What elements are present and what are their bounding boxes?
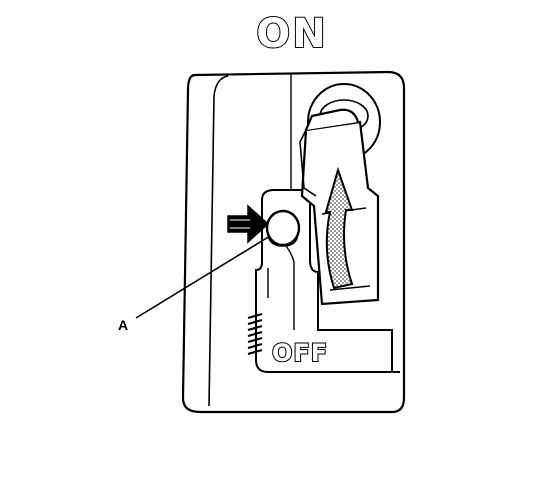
grip-ridges (247, 312, 263, 356)
switch-panel (181, 70, 406, 414)
release-pin[interactable] (265, 209, 301, 247)
bold-right-arrow-icon (227, 204, 270, 244)
on-label: ON (256, 11, 327, 57)
off-label: OFF (272, 339, 328, 367)
curved-up-arrow-icon (324, 166, 354, 290)
callout-label-a: A (118, 317, 128, 333)
callout-leader-line (135, 235, 271, 319)
